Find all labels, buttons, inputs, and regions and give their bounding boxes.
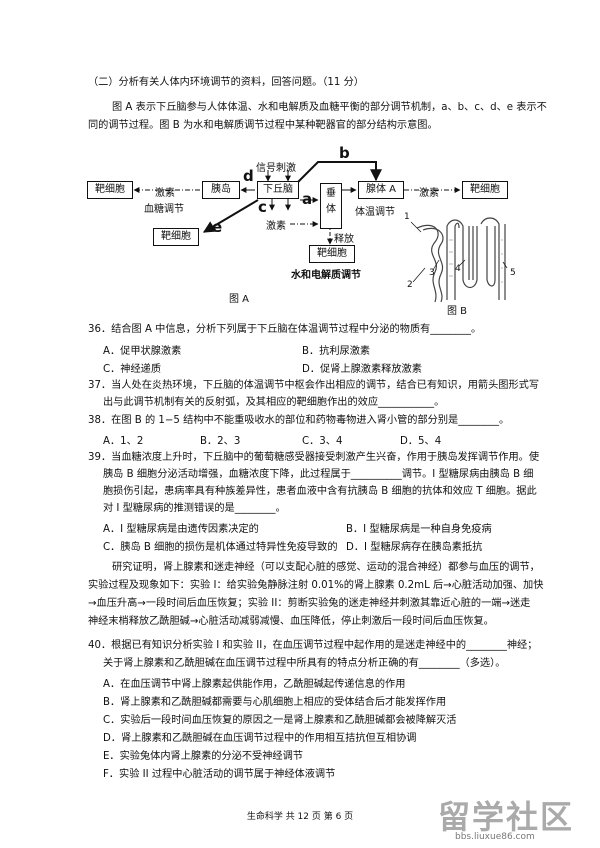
nephron-illustration (410, 217, 508, 303)
figure-b-num-2: 2 (407, 280, 413, 290)
study-line-3: →血压升高→一段时间后血压恢复；实验 II：剪断实验兔的迷走神经并刺激其靠近心脏… (88, 598, 531, 609)
q36-stem: 36．结合图 A 中信息，分析下列属于下丘脑在体温调节过程中分泌的物质有____… (88, 324, 482, 335)
label-hormone-right: 激素 (419, 188, 439, 199)
section-heading: （二）分析有关人体内环境调节的资料，回答问题。（11 分） (88, 77, 364, 88)
figure-b-num-1: 1 (404, 212, 410, 222)
study-line-1: 研究证明，肾上腺素和迷走神经（可以支配心脏的感觉、运动的混合神经）都参与血压的调… (112, 562, 540, 573)
q37-line-1: 37．当人处在炎热环境，下丘脑的体温调节中枢会作出相应的调节，结合已有知识，用箭… (88, 380, 540, 391)
target-cell-box-4: 靶细胞 (309, 245, 355, 263)
label-d: d (243, 167, 254, 185)
label-hormone-left: 激素 (155, 188, 175, 199)
label-e: e (212, 218, 223, 236)
q39-option-d: D．I 型糖尿病存在胰岛素抵抗 (346, 542, 483, 553)
label-release: 释放 (334, 234, 354, 245)
figure-b: 1 2 3 4 5 图 B (395, 210, 525, 320)
target-cell-box-3: 靶细胞 (153, 228, 199, 246)
q37-line-2: 出与此调节机制有关的反射弧，及其相应的靶细胞作出的效应___________。 (103, 397, 445, 408)
figure-b-num-5: 5 (510, 268, 516, 278)
q38-option-c: C．3、4 (302, 436, 343, 447)
adrenal-gland-box: 腺体 A (358, 181, 404, 199)
pituitary-box: 垂 体 (320, 183, 342, 229)
target-cell-box-1: 靶细胞 (87, 181, 133, 199)
q36-option-b: B．抗利尿激素 (302, 346, 371, 357)
label-thermo-regulation: 体温调节 (355, 207, 395, 218)
q39-line-3: 胞损伤引起，患病率具有种族差异性，患者血液中含有抗胰岛 B 细胞的抗体和效应 T… (103, 486, 537, 497)
label-glucose-regulation: 血糖调节 (144, 204, 184, 215)
q38-option-a: A．1、2 (103, 436, 144, 447)
intro-line-1: 图 A 表示下丘脑参与人体体温、水和电解质及血糖平衡的部分调节机制，a、b、c、… (112, 102, 547, 113)
q40-option-a: A．在血压调节中肾上腺素起供能作用，乙酰胆碱起传递信息的作用 (103, 679, 406, 690)
figure-b-num-4: 4 (455, 264, 461, 274)
q39-line-4: 对 I 型糖尿病的推测错误的是________。 (103, 503, 286, 514)
figure-b-caption: 图 B (447, 306, 468, 317)
q38-stem: 38．在图 B 的 1−5 结构中不能重吸收水的部位和药物毒物进入肾小管的部分别… (88, 415, 510, 426)
label-b: b (339, 144, 350, 162)
label-c: c (258, 198, 267, 216)
study-line-2: 实验过程及现象如下：实验 I：给实验兔静脉注射 0.01%的肾上腺素 0.2mL… (88, 580, 544, 591)
q39-option-a: A．I 型糖尿病是由遗传因素决定的 (103, 524, 259, 535)
q36-option-c: C．神经递质 (103, 364, 162, 375)
q40-line-2: 关于肾上腺素和乙酰胆碱在血压调节过程中所具有的特点分析正确的有________（… (103, 658, 506, 669)
q36-option-d: D．促肾上腺激素释放激素 (302, 364, 422, 375)
q39-line-2: 胰岛 B 细胞分泌活动增强，血糖浓度下降，此过程属于__________调节。I… (103, 469, 534, 480)
label-signal-stimulus: 信号刺激 (256, 163, 296, 174)
study-line-4: 神经末梢释放乙酰胆碱→心脏活动减弱减慢、血压降低，停止刺激后一段时间后血压恢复。 (88, 616, 494, 627)
target-cell-box-2: 靶细胞 (462, 181, 508, 199)
q40-option-f: F．实验 II 过程中心脏活动的调节属于神经体液调节 (103, 769, 336, 780)
pancreas-box: 胰岛 (202, 181, 240, 199)
watermark-logo: 留学社区 (438, 798, 575, 836)
q40-option-d: D．肾上腺素和乙酰胆碱在血压调节过程中的作用相互拮抗但互相协调 (103, 733, 417, 744)
watermark-url: bbs.liuxue86.com (455, 832, 535, 842)
label-a: a (302, 190, 313, 208)
hypothalamus-box: 下丘脑 (257, 181, 299, 199)
q39-line-1: 39．当血糖浓度上升时，下丘脑中的葡萄糖感受器接受刺激产生兴奋，作用于胰岛发挥调… (88, 452, 540, 463)
q39-option-b: B．I 型糖尿病是一种自身免疫病 (346, 524, 492, 535)
intro-line-2: 同的调节过程。图 B 为水和电解质调节过程中某种靶器官的部分结构示意图。 (88, 120, 438, 131)
label-hormone-mid: 激素 (266, 221, 286, 232)
q38-option-d: D．5、4 (400, 436, 442, 447)
q40-line-1: 40．根据已有知识分析实验 I 和实验 II，在血压调节过程中起作用的是迷走神经… (88, 640, 538, 651)
q40-option-e: E．实验兔体内肾上腺素的分泌不受神经调节 (103, 751, 303, 762)
q39-option-c: C．胰岛 B 细胞的损伤是机体通过特异性免疫导致的 (103, 542, 338, 553)
q40-option-b: B．肾上腺素和乙酰胆碱都需要与心肌细胞上相应的受体结合后才能发挥作用 (103, 697, 447, 708)
page-footer: 生命科学 共 12 页 第 6 页 (246, 812, 354, 822)
q38-option-b: B．2、3 (200, 436, 241, 447)
figure-a-caption: 图 A (229, 294, 250, 305)
q40-option-c: C．实验后一段时间血压恢复的原因之一是肾上腺素和乙酰胆碱都会被降解灭活 (103, 715, 457, 726)
figure-b-num-3: 3 (429, 268, 435, 278)
label-water-electrolyte: 水和电解质调节 (291, 270, 361, 281)
q36-option-a: A．促甲状腺激素 (103, 346, 182, 357)
